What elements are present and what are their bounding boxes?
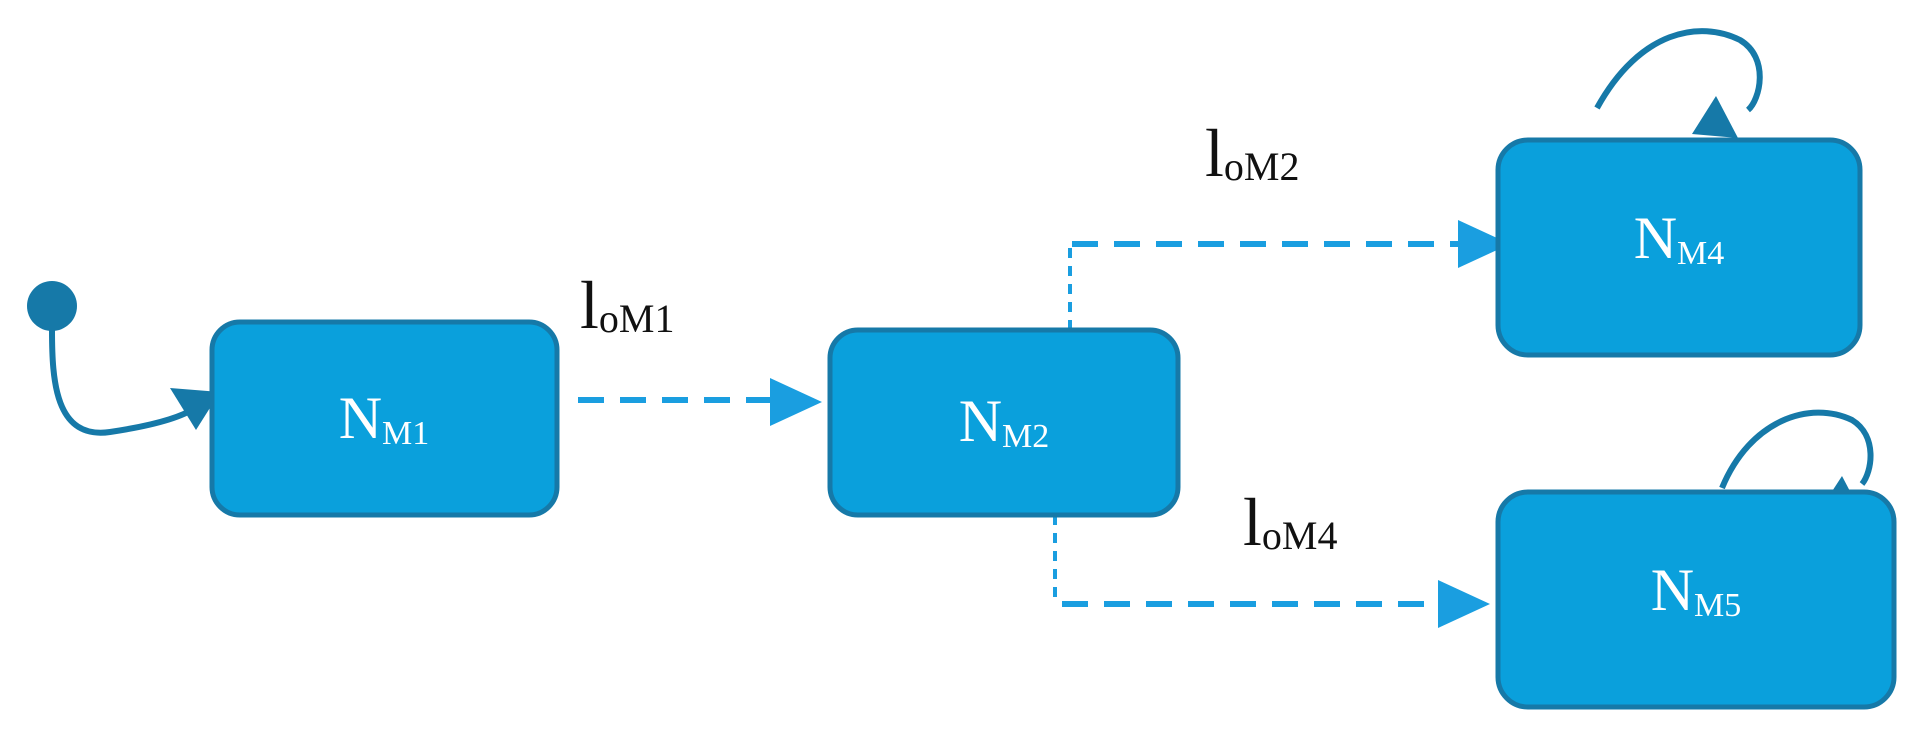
initial-transition-arrow <box>49 329 197 436</box>
initial-arrowhead <box>170 388 220 430</box>
node-m5-sub: M5 <box>1694 587 1741 624</box>
edge-label-m2-m5: loM4 <box>1243 484 1337 560</box>
svg-text:NM4: NM4 <box>1634 205 1725 272</box>
self-loop-m5 <box>1719 409 1874 490</box>
node-m4: NM4 <box>1495 137 1863 358</box>
initial-state-dot <box>27 281 77 331</box>
svg-text:NM1: NM1 <box>339 385 430 452</box>
edge-m1-m2-arrowhead <box>770 378 822 426</box>
edge-label-m1-m2: loM1 <box>580 267 674 343</box>
svg-text:NM2: NM2 <box>959 388 1050 455</box>
edge-m2-m5-arrowhead <box>1438 580 1490 628</box>
node-m1-main: N <box>339 385 382 451</box>
node-m1-sub: M1 <box>382 415 429 452</box>
edge-label-m2-m4: loM2 <box>1205 115 1299 191</box>
node-m5-main: N <box>1651 557 1694 623</box>
node-m4-sub: M4 <box>1677 235 1724 272</box>
edge-m2-m4-arrowhead <box>1458 220 1510 268</box>
node-m4-main: N <box>1634 205 1677 271</box>
self-loop-m4 <box>1594 28 1763 113</box>
svg-text:NM5: NM5 <box>1651 557 1742 624</box>
node-m5: NM5 <box>1495 489 1897 710</box>
self-loop-m4-arrowhead <box>1692 96 1738 138</box>
node-m2-main: N <box>959 388 1002 454</box>
node-m2-sub: M2 <box>1002 418 1049 455</box>
node-m1: NM1 <box>209 319 560 518</box>
node-m2: NM2 <box>827 327 1181 518</box>
